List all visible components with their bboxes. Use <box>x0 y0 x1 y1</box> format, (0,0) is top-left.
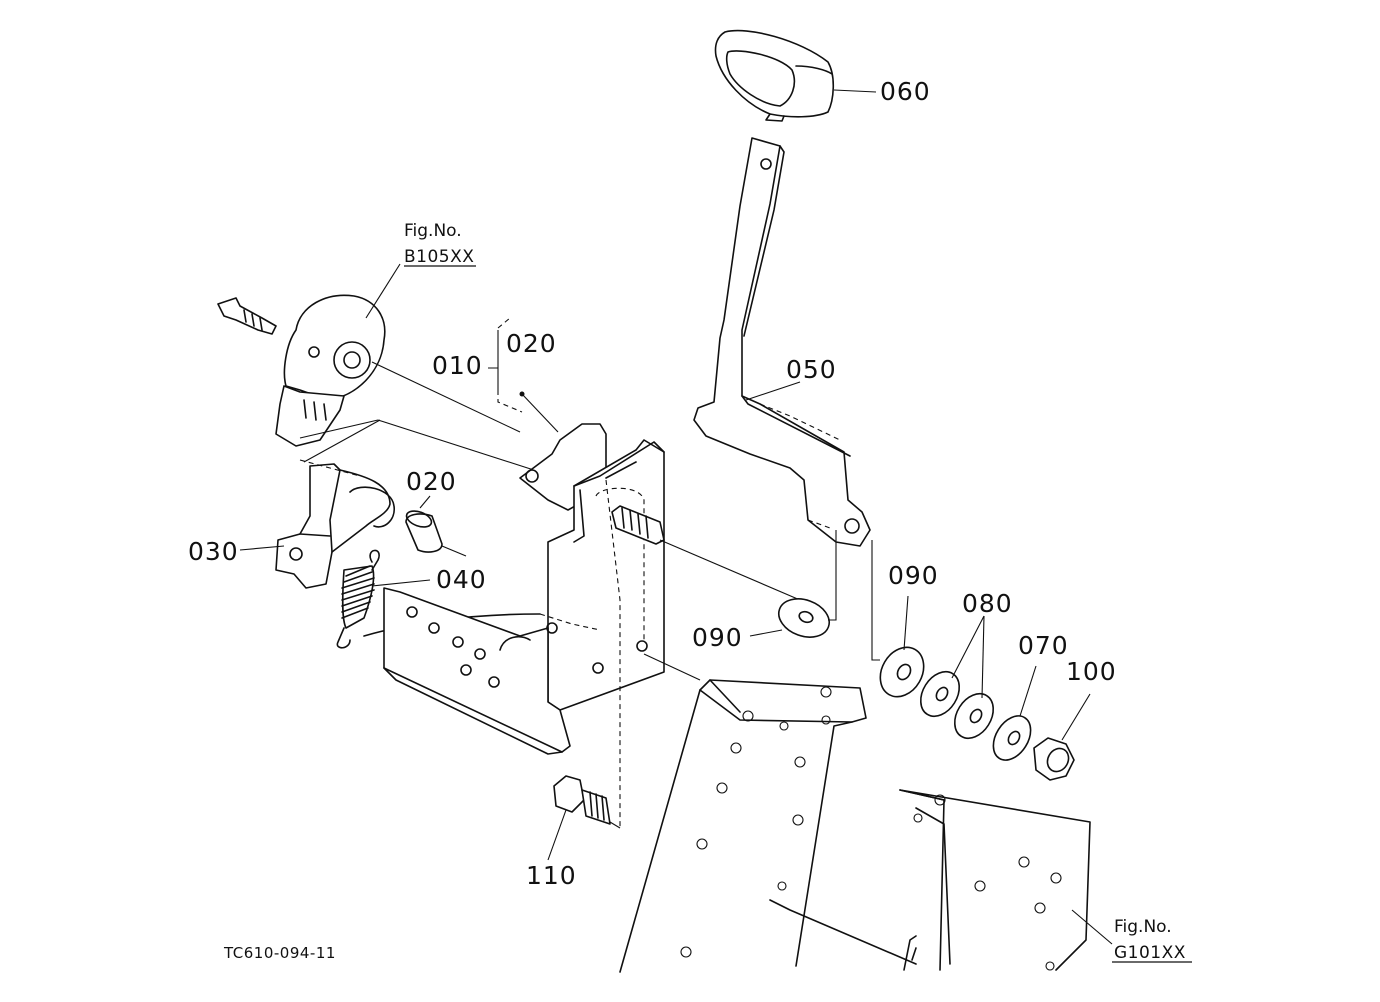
leader-frame-ref <box>1071 909 1113 945</box>
leader-010-dot <box>519 391 525 397</box>
leader-030 <box>239 545 285 551</box>
washer-090-right <box>871 540 925 698</box>
washer-080-b <box>953 692 995 740</box>
part-label-020-top: 020 <box>506 329 557 358</box>
fig-ref-sensor-label: Fig.No. <box>404 221 462 241</box>
washer-080-a <box>919 670 961 718</box>
main-bracket-010 <box>383 423 801 828</box>
part-label-090-left: 090 <box>692 623 743 652</box>
leader-100 <box>1061 693 1091 741</box>
leader-sensor-ref <box>365 263 401 319</box>
lever-arm-050 <box>693 137 871 547</box>
part-label-080: 080 <box>962 589 1013 618</box>
leader-090-right <box>903 595 909 651</box>
leader-050 <box>745 381 801 401</box>
spring-bracket-030 <box>275 419 395 589</box>
fig-ref-sensor-code: B105XX <box>404 247 474 267</box>
sensor-assembly <box>217 294 541 473</box>
part-label-090-right: 090 <box>888 561 939 590</box>
drawing-code: TC610-094-11 <box>223 944 336 962</box>
collar-020 <box>405 510 467 557</box>
part-label-050: 050 <box>786 355 837 384</box>
leader-080-a <box>951 615 985 679</box>
fig-ref-frame-label: Fig.No. <box>1114 917 1172 937</box>
knob-060 <box>714 29 835 122</box>
frame-structure <box>619 679 1091 973</box>
washer-070 <box>992 715 1032 761</box>
part-label-070: 070 <box>1018 631 1069 660</box>
part-label-010: 010 <box>432 351 483 380</box>
leader-080-b <box>981 615 985 699</box>
leader-010 <box>521 393 559 433</box>
leader-040 <box>371 579 431 587</box>
part-label-060: 060 <box>880 77 931 106</box>
leader-070 <box>1019 665 1037 717</box>
part-label-040: 040 <box>436 565 487 594</box>
leader-060 <box>833 89 877 93</box>
part-label-030: 030 <box>188 537 239 566</box>
nut-100 <box>1033 737 1075 781</box>
fig-ref-frame-code: G101XX <box>1114 943 1186 963</box>
bracket-010-020 <box>488 330 499 390</box>
leader-090-left <box>749 629 783 637</box>
leader-020 <box>419 495 431 509</box>
washer-090-left <box>778 530 837 638</box>
part-label-020: 020 <box>406 467 457 496</box>
leader-110 <box>547 809 567 861</box>
bracket-010-020-dash <box>497 317 523 413</box>
bolt-110 <box>553 775 621 829</box>
part-label-110: 110 <box>526 861 577 890</box>
part-label-100: 100 <box>1066 657 1117 686</box>
